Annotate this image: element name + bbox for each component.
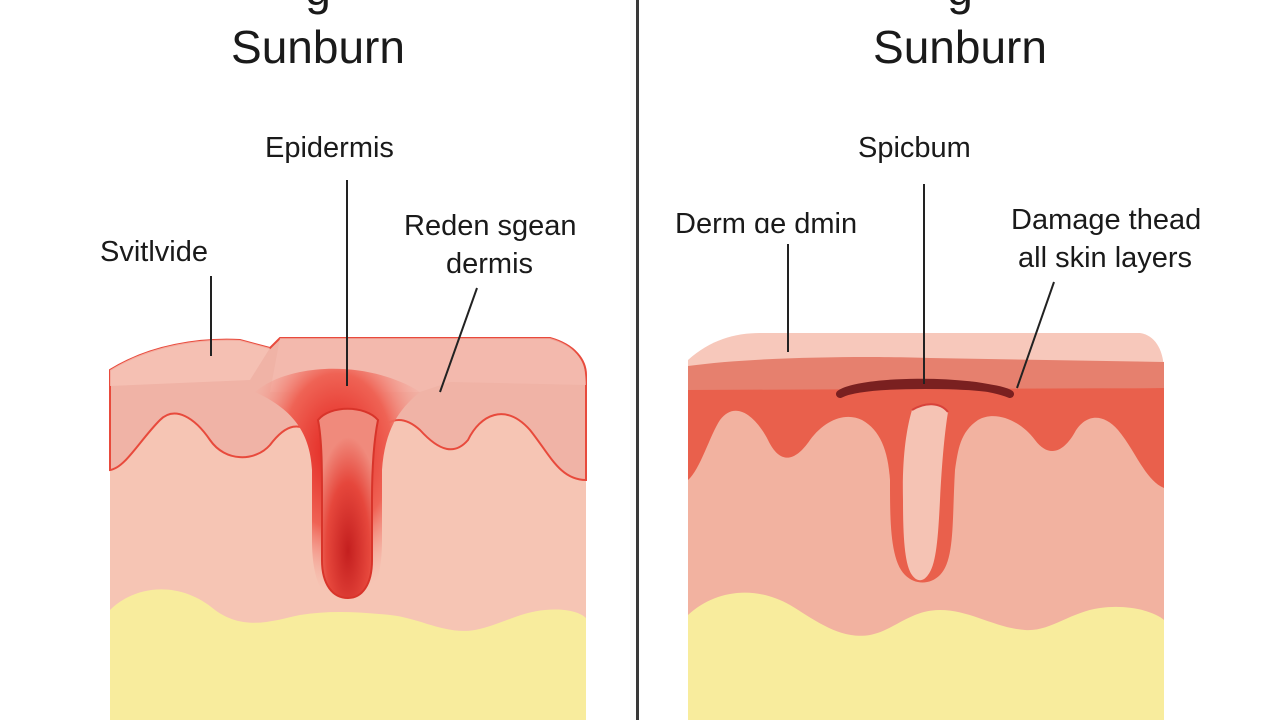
label-reddened-line2: dermis [446, 248, 534, 280]
page-title-right: Sunburn [873, 21, 1047, 73]
label-damage-line1: Damage thead [1011, 204, 1202, 236]
burn-groove [836, 378, 1014, 398]
severe-sunburn-skin-diagram [688, 184, 1164, 720]
burn-core [316, 407, 380, 600]
epidermis-band [688, 356, 1164, 392]
label-damage-line2: all skin layers [1018, 242, 1193, 274]
fat-layer [688, 592, 1164, 720]
damage-leader-line [1016, 281, 1055, 389]
sunburn-skin-diagram [109, 180, 587, 720]
label-epidermis: Epidermis [265, 132, 394, 164]
label-top-center: Spicbum [858, 132, 971, 164]
fat-layer [110, 589, 586, 720]
label-top-left: Svitlvide [100, 236, 208, 268]
right-panel: g Sunburn Spicbum Derm ɑe dmin Damage th… [640, 0, 1280, 720]
label-reddened-line1: Reden sgean [404, 210, 577, 242]
title-clipped-top: g [640, 0, 1280, 16]
reddened-leader-line [439, 287, 478, 393]
left-panel: g Sunburn Epidermis Svitlvide Reden sgea… [0, 0, 636, 720]
panel-divider [636, 0, 639, 720]
title-clipped-top: g [0, 0, 636, 16]
label-dermis: Derm ɑe dmin [675, 208, 858, 240]
page-title: Sunburn [231, 21, 405, 73]
channel [902, 404, 948, 581]
